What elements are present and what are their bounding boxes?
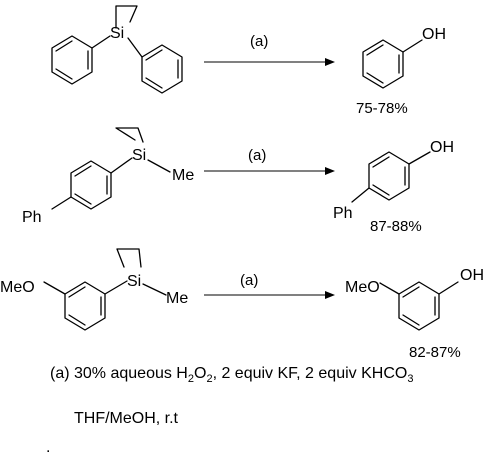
arrow-label: (a) (248, 147, 266, 164)
arrow-head (325, 58, 335, 66)
c-o-bond (43, 281, 66, 295)
product-2-structure: OH Ph (333, 139, 454, 222)
si-atom-label: Si (110, 25, 124, 42)
ph-bond (351, 187, 370, 203)
reaction-2: Ph Si Me (a) OH Ph 87-88% (22, 127, 454, 235)
arrow-label: (a) (250, 33, 268, 50)
ring-double-bond (366, 44, 384, 56)
ring-double-bond (402, 286, 420, 298)
reactant-3-structure: MeO Si Me (0, 248, 188, 331)
product-3-structure: MeO OH (345, 267, 484, 331)
meo-label: MeO (345, 279, 380, 296)
conditions-line-1: (a) 30% aqueous H2O2, 2 equiv KF, 2 equi… (50, 365, 413, 385)
si-aryl-bond (110, 157, 133, 174)
silacyclobutane-ring (116, 248, 142, 268)
product-1-structure: OH (362, 26, 446, 89)
c-o-bond (379, 282, 400, 295)
si-me-bond (147, 159, 171, 173)
aryl-ring (64, 281, 106, 331)
ph-bond (51, 196, 72, 210)
phenyl-ring-right (141, 44, 183, 94)
ring-double-bond (55, 68, 73, 80)
ring-double-bond (74, 193, 92, 205)
silacyclobutane-ring (115, 127, 144, 143)
phenol-ring (368, 151, 410, 201)
si-me-bond (142, 283, 167, 296)
ph-label: Ph (22, 209, 42, 226)
oh-label: OH (460, 267, 484, 284)
reaction-1: Si (a) OH 75-78% (51, 5, 446, 117)
conditions-line-2: THF/MeOH, r.t (74, 410, 179, 427)
c-o-bond (438, 281, 459, 295)
ring-double-bond (68, 314, 86, 326)
ring-double-bond (55, 40, 73, 52)
oh-label: OH (422, 26, 446, 43)
phenol-ring (362, 39, 404, 89)
ring-double-bond (372, 184, 390, 196)
ring-double-bond (74, 165, 92, 177)
reaction-3: MeO Si Me (a) MeO OH 82-87% (0, 248, 484, 361)
ring-double-bond (372, 156, 390, 168)
phenol-ring (398, 281, 440, 331)
me-label: Me (172, 167, 194, 184)
yield-label: 87-88% (370, 218, 422, 235)
reactant-2-structure: Ph Si Me (22, 127, 194, 226)
ring-double-bond (366, 72, 384, 84)
silacyclobutane-ring (115, 5, 138, 29)
ring-double-bond (402, 314, 420, 326)
arrow-label: (a) (240, 272, 258, 289)
si-aryl-bond (91, 35, 111, 49)
phenylene-ring (70, 160, 112, 210)
c-o-bond (408, 151, 431, 165)
me-label: Me (166, 290, 188, 307)
trailing-dot: . (46, 439, 50, 454)
arrow-head (325, 291, 335, 299)
ring-double-bond (68, 286, 86, 298)
c-o-bond (402, 39, 423, 53)
reactant-1-structure: Si (51, 5, 183, 94)
phenyl-ring-left (51, 35, 93, 85)
yield-label: 82-87% (409, 344, 461, 361)
meo-label: MeO (0, 279, 35, 296)
arrow-head (325, 167, 335, 175)
ring-double-bond (145, 49, 163, 61)
yield-label: 75-78% (356, 100, 408, 117)
si-atom-label: Si (127, 273, 141, 290)
oh-label: OH (430, 139, 454, 156)
si-atom-label: Si (132, 147, 146, 164)
ph-label: Ph (333, 205, 353, 222)
ring-double-bond (145, 77, 163, 89)
si-aryl-bond (127, 37, 143, 58)
si-aryl-bond (104, 280, 128, 295)
